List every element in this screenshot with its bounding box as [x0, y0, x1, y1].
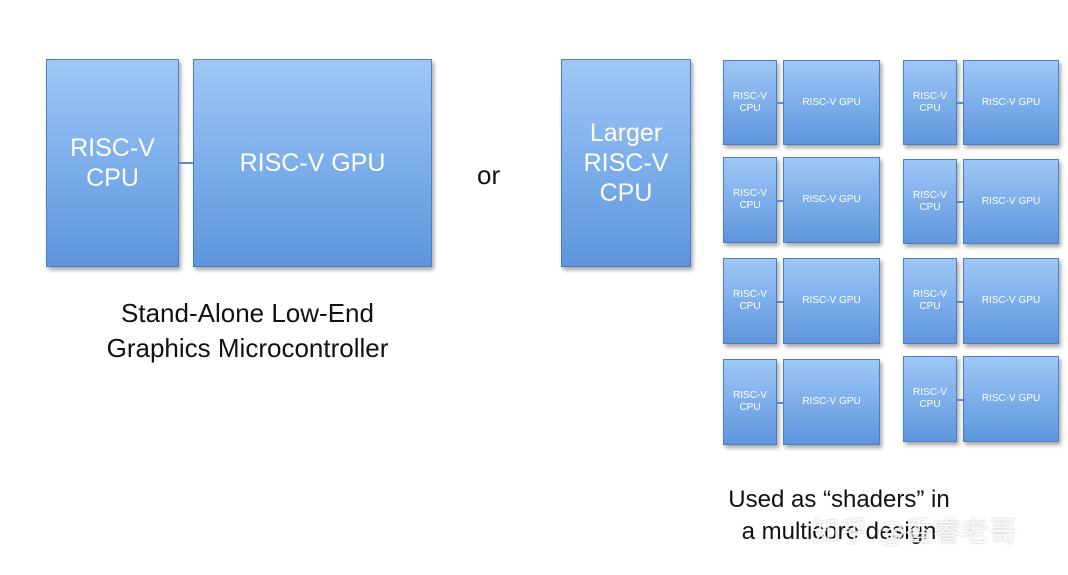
shader-connector — [777, 200, 783, 202]
right-caption: Used as “shaders” in a multicore design — [728, 486, 950, 545]
shader-gpu-block: RISC-V GPU — [963, 356, 1059, 442]
shader-gpu-label: RISC-V GPU — [981, 295, 1041, 306]
shader-connector — [777, 402, 783, 404]
shader-cpu-block: RISC-V CPU — [903, 356, 957, 442]
larger-cpu-block: Larger RISC-V CPU — [561, 59, 691, 267]
shader-cpu-label: RISC-V CPU — [733, 390, 767, 413]
shader-cpu-block: RISC-V CPU — [723, 60, 777, 145]
shader-connector — [777, 102, 783, 104]
shader-connector — [777, 301, 783, 303]
shader-gpu-block: RISC-V GPU — [783, 359, 880, 445]
shader-gpu-block: RISC-V GPU — [783, 60, 880, 145]
shader-connector — [957, 301, 963, 303]
shader-gpu-label: RISC-V GPU — [981, 96, 1041, 108]
shader-gpu-block: RISC-V GPU — [963, 159, 1059, 244]
shader-cpu-label: RISC-V CPU — [913, 90, 947, 114]
shader-connector — [957, 399, 963, 401]
shader-cpu-label: RISC-V CPU — [733, 289, 767, 312]
shader-gpu-label: RISC-V GPU — [802, 295, 861, 306]
shader-cpu-block: RISC-V CPU — [723, 359, 777, 445]
shader-cpu-label: RISC-V CPU — [733, 90, 767, 114]
shader-gpu-label: RISC-V GPU — [981, 393, 1041, 404]
shader-gpu-label: RISC-V GPU — [802, 396, 861, 407]
cpu-label: RISC-V CPU — [70, 134, 155, 192]
watermark: 知乎 @香睿老哥 — [812, 515, 1017, 548]
shader-cpu-label: RISC-V CPU — [913, 189, 947, 213]
cpu-block: RISC-V CPU — [46, 59, 179, 267]
shader-gpu-label: RISC-V GPU — [981, 195, 1041, 207]
shader-cpu-block: RISC-V CPU — [903, 60, 957, 145]
shader-cpu-block: RISC-V CPU — [723, 157, 777, 243]
shader-gpu-block: RISC-V GPU — [963, 258, 1059, 344]
shader-gpu-block: RISC-V GPU — [783, 157, 880, 243]
shader-cpu-block: RISC-V CPU — [903, 258, 957, 344]
left-caption: Stand-Alone Low-End Graphics Microcontro… — [106, 298, 389, 363]
shader-cpu-block: RISC-V CPU — [723, 258, 777, 344]
shader-gpu-label: RISC-V GPU — [802, 96, 861, 108]
shader-connector — [957, 102, 963, 104]
shader-cpu-label: RISC-V CPU — [913, 387, 947, 410]
shader-gpu-label: RISC-V GPU — [802, 194, 861, 205]
shader-gpu-block: RISC-V GPU — [963, 60, 1059, 145]
gpu-label: RISC-V GPU — [239, 149, 386, 177]
gpu-block: RISC-V GPU — [193, 59, 432, 267]
shader-cpu-label: RISC-V CPU — [733, 188, 767, 211]
shader-connector — [957, 201, 963, 203]
or-label: or — [477, 160, 501, 190]
shader-cpu-block: RISC-V CPU — [903, 159, 957, 244]
larger-cpu-label: Larger RISC-V CPU — [583, 119, 669, 207]
cpu-gpu-connector — [179, 162, 193, 164]
shader-cpu-label: RISC-V CPU — [913, 289, 947, 312]
shader-gpu-block: RISC-V GPU — [783, 258, 880, 344]
